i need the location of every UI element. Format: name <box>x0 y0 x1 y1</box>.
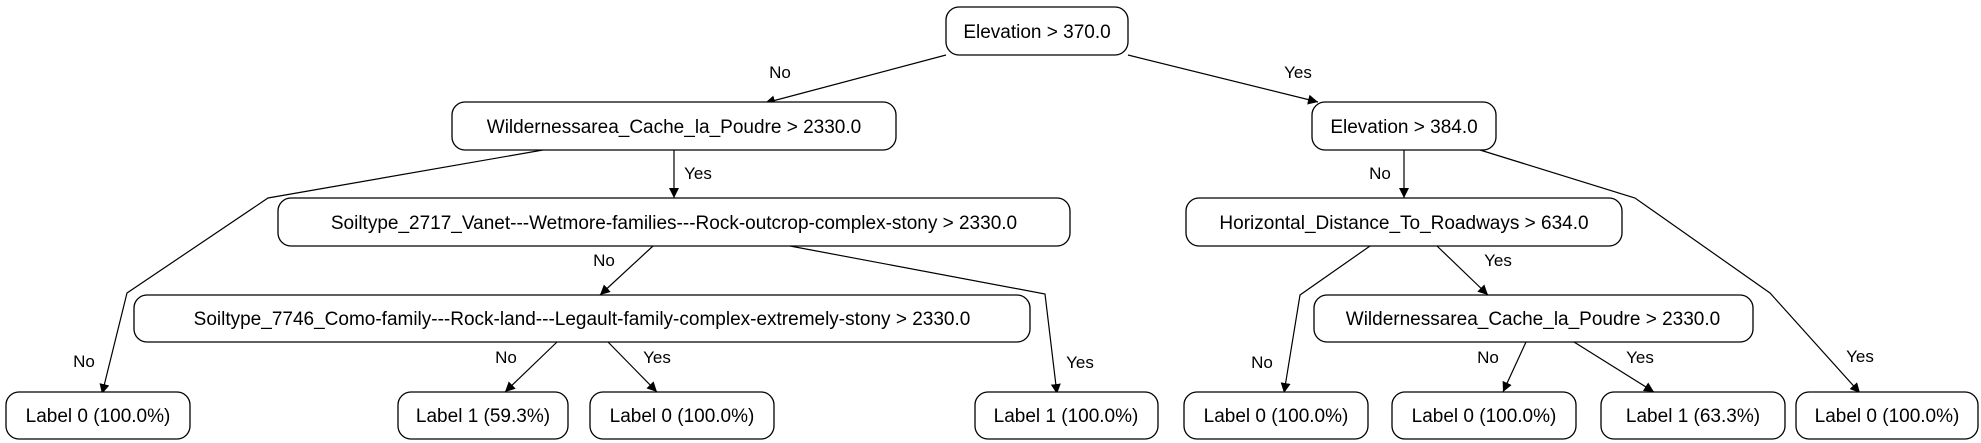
decision-node-elevation-384: Elevation > 384.0 <box>1311 101 1497 151</box>
decision-node-elevation-370: Elevation > 370.0 <box>945 6 1129 56</box>
edge-n3-l4: Yes <box>789 245 1094 395</box>
edge-label: No <box>495 348 517 367</box>
edge-label: No <box>593 251 615 270</box>
edge-line <box>1502 341 1527 393</box>
leaf-label: Label 0 (100.0%) <box>1204 406 1349 427</box>
leaf-node-label-0: Label 0 (100.0%) <box>1391 391 1577 440</box>
edge-n2-l8: Yes <box>1479 149 1874 394</box>
edge-label: Yes <box>1484 251 1512 270</box>
edge-n3-n5: No <box>593 245 654 296</box>
edge-n4-l5: No <box>1251 245 1371 394</box>
edge-label: No <box>1369 164 1391 183</box>
leaf-node-label-0: Label 0 (100.0%) <box>1183 391 1369 440</box>
edge-label: Yes <box>1626 348 1654 367</box>
nodes: Elevation > 370.0 Wildernessarea_Cache_l… <box>5 6 1979 440</box>
leaf-node-label-1: Label 1 (63.3%) <box>1600 391 1786 440</box>
edge-label: Yes <box>684 164 712 183</box>
edge-label: No <box>1251 353 1273 372</box>
leaf-label: Label 0 (100.0%) <box>610 406 755 427</box>
edge-n6-l6: No <box>1477 341 1527 393</box>
node-label: Elevation > 384.0 <box>1330 117 1477 138</box>
leaf-node-label-0: Label 0 (100.0%) <box>1795 391 1979 440</box>
edge-n6-l7: Yes <box>1573 341 1655 393</box>
leaf-label: Label 1 (59.3%) <box>416 406 550 427</box>
node-label: Soiltype_7746_Como-family---Rock-land---… <box>194 309 971 330</box>
decision-node-soiltype-7746: Soiltype_7746_Como-family---Rock-land---… <box>133 294 1031 343</box>
edge-n1-n3: Yes <box>669 150 712 198</box>
edge-line <box>99 149 544 395</box>
edge-n2-n4: No <box>1369 150 1409 198</box>
edge-line <box>789 245 1061 395</box>
edge-line <box>607 341 658 393</box>
decision-node-wilderness-cache-la-poudre-2: Wildernessarea_Cache_la_Poudre > 2330.0 <box>1313 294 1754 343</box>
leaf-label: Label 0 (100.0%) <box>1815 406 1960 427</box>
edge-label: No <box>73 352 95 371</box>
edge-label: Yes <box>1846 347 1874 366</box>
leaf-node-label-0: Label 0 (100.0%) <box>589 391 775 440</box>
node-label: Horizontal_Distance_To_Roadways > 634.0 <box>1219 213 1588 234</box>
edge-line <box>1573 341 1655 393</box>
edge-line <box>764 54 947 106</box>
edge-line <box>1479 149 1861 394</box>
edge-n5-l3: Yes <box>607 341 671 393</box>
edge-line <box>1127 54 1319 105</box>
edge-line <box>1436 245 1489 296</box>
node-label: Elevation > 370.0 <box>963 22 1110 43</box>
edge-line <box>504 341 558 393</box>
edge-line <box>599 245 654 296</box>
edge-line <box>1280 245 1371 394</box>
edges: No Yes No Yes No Yes No <box>73 54 1874 395</box>
decision-node-soiltype-2717: Soiltype_2717_Vanet---Wetmore-families--… <box>277 197 1071 247</box>
edge-label: Yes <box>1284 63 1312 82</box>
leaf-label: Label 1 (63.3%) <box>1626 406 1760 427</box>
node-label: Wildernessarea_Cache_la_Poudre > 2330.0 <box>1346 309 1720 330</box>
edge-label: No <box>769 63 791 82</box>
decision-node-horizontal-distance-roadways: Horizontal_Distance_To_Roadways > 634.0 <box>1185 197 1623 247</box>
leaf-node-label-0: Label 0 (100.0%) <box>5 391 191 440</box>
node-label: Wildernessarea_Cache_la_Poudre > 2330.0 <box>487 117 861 138</box>
decision-node-wilderness-cache-la-poudre: Wildernessarea_Cache_la_Poudre > 2330.0 <box>451 101 897 151</box>
edge-label: Yes <box>643 348 671 367</box>
leaf-label: Label 0 (100.0%) <box>26 406 171 427</box>
edge-n0-n2: Yes <box>1127 54 1319 105</box>
edge-label: Yes <box>1066 353 1094 372</box>
leaf-label: Label 0 (100.0%) <box>1412 406 1557 427</box>
leaf-node-label-1: Label 1 (59.3%) <box>397 391 569 440</box>
leaf-label: Label 1 (100.0%) <box>994 406 1139 427</box>
edge-n1-l1: No <box>73 149 544 395</box>
edge-n5-l2: No <box>495 341 558 393</box>
edge-n0-n1: No <box>764 54 947 106</box>
edge-n4-n6: Yes <box>1436 245 1512 296</box>
edge-label: No <box>1477 348 1499 367</box>
node-label: Soiltype_2717_Vanet---Wetmore-families--… <box>331 213 1017 234</box>
leaf-node-label-1: Label 1 (100.0%) <box>974 391 1159 440</box>
